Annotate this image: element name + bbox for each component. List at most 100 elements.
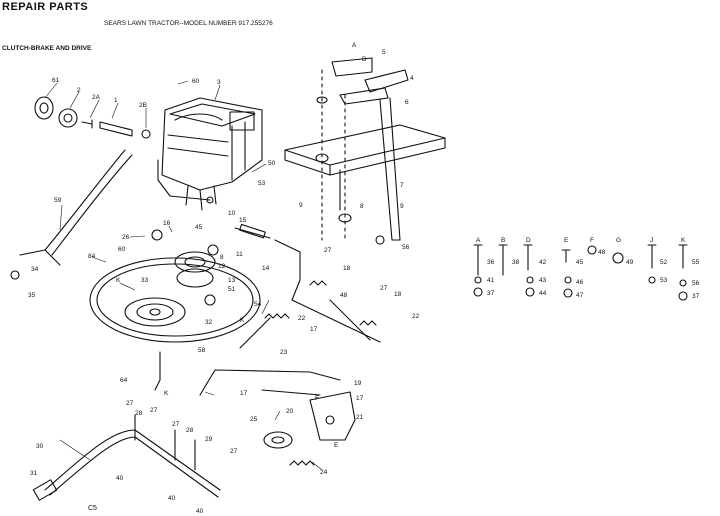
hw-num-41: 41	[487, 277, 495, 284]
letter-b: B	[362, 56, 366, 63]
callout-25: 25	[250, 416, 258, 423]
callout-18b: 18	[394, 291, 402, 298]
callout-58: 58	[198, 347, 206, 354]
drive-pulleys	[89, 229, 261, 343]
callout-45: 45	[195, 224, 203, 231]
callout-8: 8	[220, 254, 224, 261]
callout-2a: 2A	[92, 94, 101, 101]
callout-48: 48	[340, 292, 348, 299]
callout-64: 64	[120, 377, 128, 384]
springs	[264, 280, 377, 466]
callout-12: 12	[218, 263, 226, 270]
brake-bracket	[263, 391, 356, 449]
callout-60b: 60	[118, 246, 126, 253]
callout-2: 2	[77, 87, 81, 94]
hw-letter-g: G	[616, 237, 621, 244]
section-heading: CLUTCH-BRAKE AND DRIVE	[2, 45, 92, 52]
callout-56: 56	[402, 244, 410, 251]
callout-20: 20	[286, 408, 294, 415]
hardware-drawings	[473, 244, 688, 301]
letter-a: A	[352, 42, 357, 49]
hw-num-38: 38	[512, 259, 520, 266]
hw-letter-d: D	[526, 237, 531, 244]
hw-num-48: 48	[598, 249, 606, 256]
callout-32: 32	[205, 319, 213, 326]
callout-51: 51	[228, 286, 236, 293]
callout-13: 13	[228, 277, 236, 284]
hw-letter-f: F	[590, 237, 594, 244]
hw-num-44: 44	[539, 290, 547, 297]
hw-letter-j: J	[650, 237, 653, 244]
callout-11: 11	[236, 251, 243, 258]
callout-27e: 27	[172, 421, 180, 428]
callout-18: 18	[343, 265, 351, 272]
callout-17c: 17	[356, 395, 364, 402]
hardware-legend: A 36 B 38 D 42 E 45 F 48 G 49 J 52 K 55 …	[476, 237, 700, 300]
callout-21: 21	[356, 414, 364, 421]
hw-letter-b: B	[501, 237, 505, 244]
hw-num-43: 43	[539, 277, 547, 284]
hw-letter-a: A	[476, 237, 481, 244]
hw-num-37b: 37	[692, 293, 700, 300]
callout-14: 14	[262, 265, 270, 272]
callout-27b: 27	[380, 285, 388, 292]
callout-22: 22	[298, 315, 306, 322]
model-subtitle: SEARS LAWN TRACTOR--MODEL NUMBER 917.255…	[104, 20, 273, 27]
shift-lever	[32, 414, 221, 501]
hw-num-55: 55	[692, 259, 700, 266]
callout-33: 33	[141, 277, 149, 284]
callout-17b: 17	[240, 390, 248, 397]
callout-17: 17	[310, 326, 318, 333]
callout-27f: 27	[230, 448, 238, 455]
callout-16: 16	[163, 220, 171, 227]
callout-40b: 40	[168, 495, 176, 502]
page-title: REPAIR PARTS	[2, 1, 89, 13]
hw-num-53: 53	[660, 277, 668, 284]
callout-19: 19	[354, 380, 362, 387]
callout-labels: 61 2 2A 1 2B 60 3 50 53 59 16 26 60 84 4…	[28, 42, 420, 515]
callout-59: 59	[54, 197, 62, 204]
callout-4: 4	[410, 75, 414, 82]
engine-drawing	[157, 97, 263, 211]
callout-34: 34	[31, 266, 39, 273]
callout-27: 27	[324, 247, 332, 254]
callout-27d: 27	[150, 407, 158, 414]
letter-k3: K	[240, 317, 245, 324]
callout-61: 61	[52, 77, 60, 84]
callout-28: 28	[135, 410, 143, 417]
hw-num-45: 45	[576, 259, 584, 266]
callout-53: 53	[258, 180, 266, 187]
callout-24: 24	[320, 469, 328, 476]
callout-1: 1	[114, 97, 118, 104]
callout-3: 3	[217, 79, 221, 86]
callout-23: 23	[280, 349, 288, 356]
letter-k: K	[116, 277, 121, 284]
hw-num-46: 46	[576, 279, 584, 286]
hw-num-36: 36	[487, 259, 495, 266]
hw-num-52: 52	[660, 259, 668, 266]
callout-84: 84	[88, 253, 96, 260]
callout-6: 6	[405, 99, 409, 106]
callout-31: 31	[30, 470, 38, 477]
page-reference: C5	[88, 505, 97, 512]
leader-lines	[44, 80, 323, 471]
callout-5: 5	[382, 49, 386, 56]
hw-num-47: 47	[576, 292, 584, 299]
control-rods	[154, 223, 381, 396]
hw-num-56: 56	[692, 280, 700, 287]
hw-num-49: 49	[626, 259, 634, 266]
callout-10: 10	[228, 210, 236, 217]
callout-26: 26	[122, 234, 130, 241]
callout-9b: 9	[400, 203, 404, 210]
callout-40: 40	[116, 475, 124, 482]
hw-letter-e: E	[564, 237, 569, 244]
hw-letter-k: K	[681, 237, 686, 244]
callout-35: 35	[28, 292, 36, 299]
callout-15: 15	[239, 217, 247, 224]
callout-27c: 27	[126, 400, 134, 407]
letter-e: E	[334, 442, 339, 449]
callout-8b: 8	[360, 203, 364, 210]
callout-28b: 28	[186, 427, 194, 434]
callout-7: 7	[400, 182, 404, 189]
